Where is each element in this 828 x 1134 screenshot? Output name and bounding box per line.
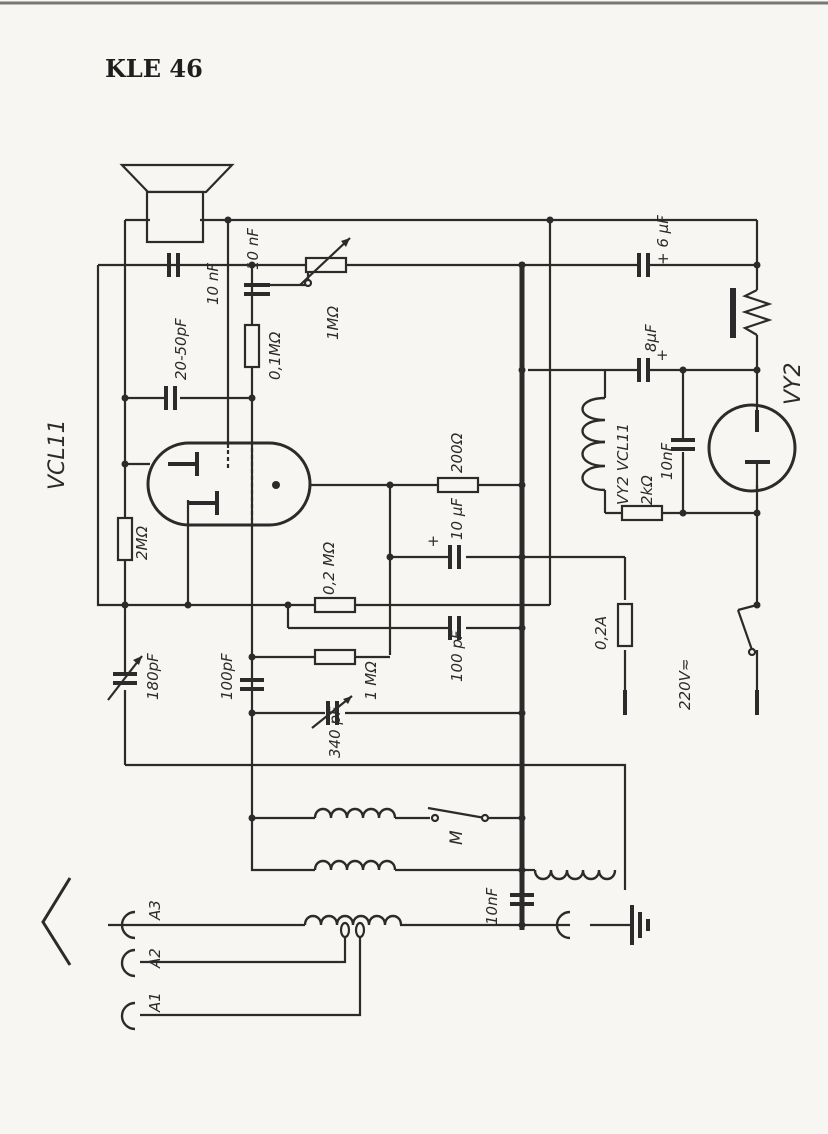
heater-filaments xyxy=(581,396,606,492)
antenna-sockets xyxy=(108,910,136,1031)
page-title: KLE 46 xyxy=(105,54,203,83)
capacitor-8uf xyxy=(637,358,650,382)
capacitor-10nf-a xyxy=(244,283,270,296)
capacitor-6uf xyxy=(637,253,650,277)
label-c-10nf-c: 10nF xyxy=(658,442,676,480)
resistor-1m xyxy=(313,648,357,666)
capacitor-100pf-a xyxy=(240,678,264,691)
label-c-6uf: + 6 μF xyxy=(654,215,672,265)
capacitor-10uf xyxy=(448,545,461,569)
loudspeaker-icon xyxy=(119,163,235,244)
antenna-icon xyxy=(41,877,72,966)
label-r-2k: 2kΩ xyxy=(638,475,656,505)
resistor-2k xyxy=(620,504,664,522)
label-c-100pf-b: 100 pF xyxy=(448,630,466,682)
ground-icon xyxy=(630,905,650,945)
label-c-10nf-a: 10 nF xyxy=(204,263,222,305)
label-r-1m: 1 MΩ xyxy=(362,661,380,700)
mains-switch xyxy=(736,603,758,657)
label-r-0-2m: 0,2 MΩ xyxy=(320,541,338,595)
label-r-0-1m: 0,1MΩ xyxy=(266,331,284,380)
label-plus-8uf: + xyxy=(656,346,669,364)
capacitor-10nf-c xyxy=(671,438,695,451)
coil-right xyxy=(533,869,617,881)
label-r-200: 200Ω xyxy=(448,432,466,473)
label-c-10uf: 10 μF xyxy=(448,498,466,540)
capacitor-340pf-variable xyxy=(311,695,353,729)
resistors xyxy=(116,237,664,666)
coil-upper xyxy=(313,807,397,819)
label-c-340pf: 340 pF xyxy=(326,706,344,758)
label-vcl11: VCL11 xyxy=(45,419,70,490)
label-c-20-50pf: 20-50pF xyxy=(172,318,190,380)
label-ant-a3: A3 xyxy=(146,900,164,921)
switch-m xyxy=(427,806,490,823)
resistor-0-2m xyxy=(313,596,357,614)
label-fuse: 0,2A xyxy=(592,616,610,650)
coil-antenna xyxy=(303,914,403,926)
label-r-2m: 2MΩ xyxy=(133,526,151,560)
resistor-0-1m xyxy=(243,323,261,369)
coil-lower xyxy=(313,859,397,871)
earth-socket xyxy=(555,910,571,940)
label-c-10nf-antenna: 10nF xyxy=(483,887,501,925)
heater-resistor-vy2 xyxy=(730,288,773,338)
capacitor-10nf-antenna xyxy=(510,893,534,906)
label-c-100pf-a: 100pF xyxy=(218,653,236,700)
resistor-200 xyxy=(436,476,480,494)
label-c-10nf-b: 10 nF xyxy=(244,228,262,270)
label-r-1m-pot: 1MΩ xyxy=(324,306,342,340)
tube-vy2 xyxy=(707,403,797,493)
capacitor-20-50pf-b xyxy=(164,386,177,410)
label-ant-a2: A2 xyxy=(146,948,164,969)
fuse-0-2a xyxy=(616,602,634,648)
label-switch-m: M xyxy=(447,830,467,845)
resistor-2m xyxy=(116,516,134,562)
label-c-180pf: 180pF xyxy=(144,653,162,700)
label-mains: 220V≂ xyxy=(676,659,694,710)
label-c-8uf: 8μF xyxy=(642,324,660,352)
label-ant-a1: A1 xyxy=(146,992,164,1013)
capacitor-20-50pf xyxy=(167,253,180,277)
capacitor-100pf-b xyxy=(448,616,461,640)
tube-vcl11 xyxy=(146,441,312,527)
label-plus-10uf: + xyxy=(427,532,440,550)
coils xyxy=(303,807,617,939)
label-vy2: VY2 xyxy=(781,363,806,406)
labels: VCL11 VY2 20-50pF 10 nF 10 nF 1MΩ 0,1MΩ … xyxy=(45,215,806,1013)
label-heater-chain: VY2 VCL11 xyxy=(614,423,632,505)
junction-dots xyxy=(121,216,761,929)
capacitor-180pf-variable xyxy=(107,655,143,701)
